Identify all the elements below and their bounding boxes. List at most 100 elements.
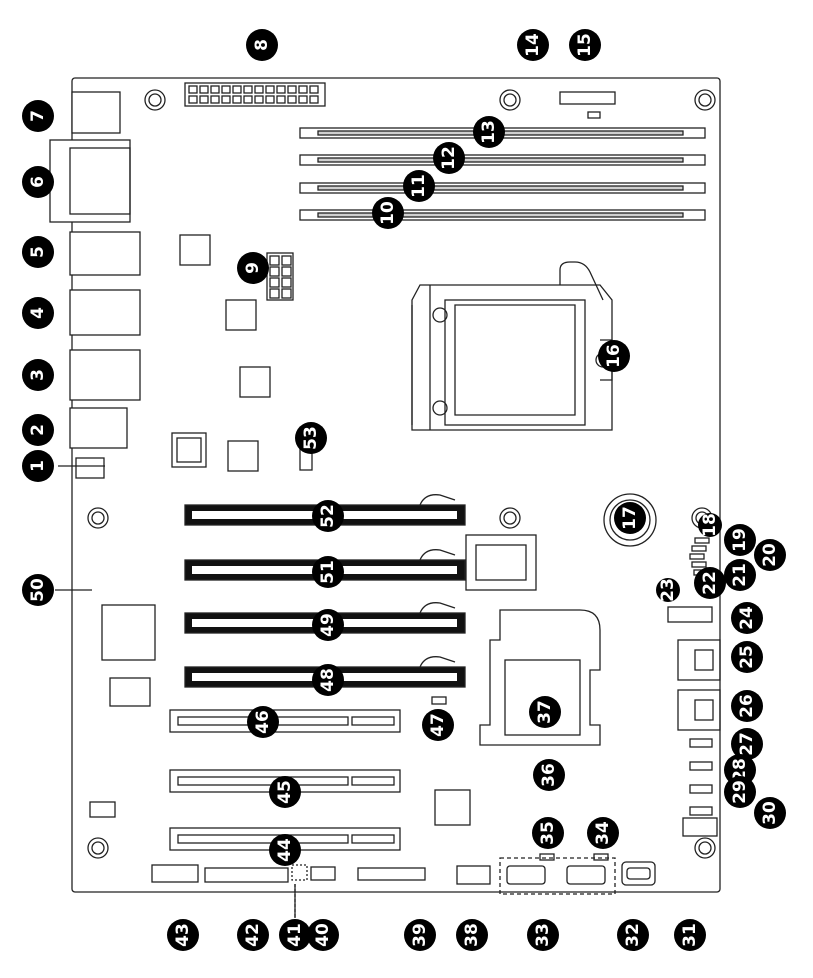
callout-label: 20 (760, 543, 780, 567)
callout-21: 21 (724, 559, 756, 591)
chip (465, 534, 537, 591)
chip (101, 604, 156, 661)
callout-48: 48 (312, 664, 344, 696)
callout-label: 19 (730, 528, 750, 552)
callout-25: 25 (731, 641, 763, 673)
callout-label: 28 (730, 758, 750, 782)
callout-label: 52 (318, 504, 338, 528)
callout-label: 38 (462, 923, 482, 947)
mounting-hole (87, 837, 109, 859)
callout-label: 8 (252, 39, 272, 51)
chip (239, 366, 271, 398)
callout-label: 42 (243, 923, 263, 947)
header-43 (151, 864, 199, 883)
callout-20: 20 (754, 539, 786, 571)
dimm-slot (299, 154, 706, 166)
jumper-14 (587, 111, 601, 119)
callout-label: 45 (275, 780, 295, 804)
callout-label: 12 (439, 146, 459, 170)
callout-7: 7 (22, 100, 54, 132)
callout-38: 38 (456, 919, 488, 951)
chip (434, 789, 471, 826)
vga-connector (49, 139, 131, 223)
callout-49: 49 (312, 609, 344, 641)
mounting-hole (499, 89, 521, 111)
callout-label: 17 (620, 506, 640, 530)
callout-9: 9 (237, 252, 269, 284)
jumper-34 (593, 853, 609, 861)
callout-34: 34 (587, 817, 619, 849)
fan-header-15 (559, 91, 616, 105)
callout-33: 33 (527, 919, 559, 951)
lan-port-5 (69, 231, 141, 276)
callout-label: 30 (760, 801, 780, 825)
callout-label: 10 (378, 201, 398, 225)
callout-16: 16 (598, 340, 630, 372)
callout-31: 31 (674, 919, 706, 951)
callout-label: 21 (730, 563, 750, 587)
callout-label: 6 (28, 176, 48, 188)
callout-6: 6 (22, 166, 54, 198)
callout-label: 44 (275, 838, 295, 862)
callout-label: 53 (301, 426, 321, 450)
callout-label: 35 (538, 821, 558, 845)
callout-51: 51 (312, 556, 344, 588)
lan-port-3 (69, 349, 141, 401)
callout-label: 22 (700, 571, 720, 595)
callout-46: 46 (247, 706, 279, 738)
callout-24: 24 (731, 602, 763, 634)
callout-28: 28 (724, 754, 756, 786)
callout-label: 3 (28, 369, 48, 381)
callout-50: 50 (22, 574, 54, 606)
callout-18: 18 (698, 513, 722, 537)
callout-label: 23 (658, 578, 678, 602)
cpu-power-connector-8pin (266, 252, 294, 301)
usb-32 (621, 861, 656, 886)
callout-2: 2 (22, 414, 54, 446)
callout-42: 42 (237, 919, 269, 951)
chip (227, 440, 259, 472)
header-28 (689, 761, 713, 771)
callout-label: 7 (28, 110, 48, 122)
callout-label: 25 (737, 645, 757, 669)
callout-14: 14 (517, 29, 549, 61)
header-29 (689, 784, 713, 794)
callout-53: 53 (295, 422, 327, 454)
callout-label: 24 (737, 606, 757, 630)
connector-1 (75, 457, 105, 479)
callout-43: 43 (167, 919, 199, 951)
chipset (479, 609, 601, 746)
jumper (694, 537, 710, 544)
jumper (689, 553, 705, 560)
callout-label: 39 (410, 923, 430, 947)
mounting-hole (694, 89, 716, 111)
callout-label: 9 (243, 262, 263, 274)
callout-1: 1 (22, 450, 54, 482)
callout-26: 26 (731, 690, 763, 722)
callout-label: 2 (28, 424, 48, 436)
chip (89, 801, 116, 818)
callout-label: 48 (318, 668, 338, 692)
callout-52: 52 (312, 500, 344, 532)
dimm-slot (299, 209, 706, 221)
callout-37: 37 (529, 696, 561, 728)
callout-13: 13 (473, 116, 505, 148)
callout-15: 15 (569, 29, 601, 61)
header-40 (310, 866, 336, 881)
lan-port-4 (69, 289, 141, 336)
dimm-slot (299, 182, 706, 194)
callout-32: 32 (617, 919, 649, 951)
sata-33b (566, 865, 606, 885)
callout-label: 26 (737, 694, 757, 718)
callout-label: 51 (318, 560, 338, 584)
callout-41: 41 (279, 919, 311, 951)
callout-11: 11 (403, 170, 435, 202)
header-42 (204, 867, 289, 883)
callout-label: 37 (535, 700, 555, 724)
rear-usb-connector (71, 91, 121, 134)
header-24 (667, 606, 713, 623)
callout-29: 29 (724, 776, 756, 808)
jumper-35 (539, 853, 555, 861)
header-39 (357, 867, 426, 881)
